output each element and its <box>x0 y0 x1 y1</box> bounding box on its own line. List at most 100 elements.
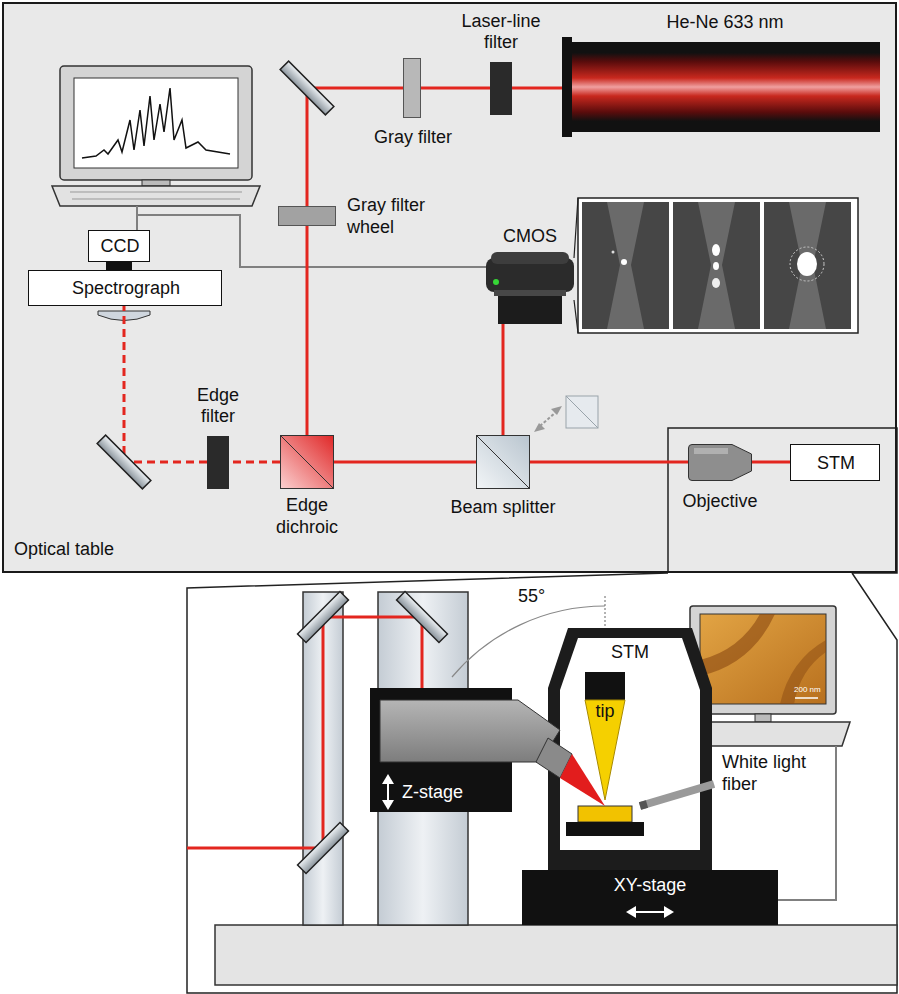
z-stage-block: Z-stage <box>370 688 512 812</box>
stm-housing <box>548 628 712 870</box>
cmos-images <box>582 202 669 329</box>
gray-filter: Gray filter <box>403 58 421 118</box>
laser-beam <box>502 324 505 435</box>
mirror <box>298 592 349 643</box>
cmos-images <box>698 202 735 329</box>
edge-dichroic-label: Edge dichroic <box>262 495 352 538</box>
ccd-box: CCD <box>88 230 150 262</box>
cmos-images <box>612 251 615 254</box>
objective-lens <box>694 448 728 454</box>
xy-stage-block <box>664 906 674 918</box>
cmos-camera <box>491 252 569 264</box>
flip-cube <box>566 396 598 428</box>
z-stage-block <box>382 774 394 784</box>
edge-dichroic <box>281 436 334 489</box>
stm-tip <box>585 700 625 800</box>
edge-dichroic <box>280 435 334 489</box>
base-plate <box>215 925 897 985</box>
beam-splitter <box>476 435 530 489</box>
gray-filter-label: Gray filter <box>374 127 452 149</box>
cmos-images <box>578 198 858 333</box>
cmos-images <box>712 278 720 288</box>
stm-housing <box>560 638 700 850</box>
beam-splitter: Beam splitter <box>476 435 530 489</box>
mirror <box>397 592 448 643</box>
upper-computer <box>52 186 260 206</box>
cmos-camera <box>494 290 566 296</box>
laser-beam <box>229 461 280 464</box>
optical-table-ground <box>2 2 897 573</box>
stm-housing <box>640 784 714 806</box>
xy-stage-block <box>626 906 636 918</box>
callout-line <box>574 198 578 333</box>
cmos-images <box>673 202 760 329</box>
cmos-images <box>712 244 720 256</box>
laser-head: He-Ne 633 nm <box>570 42 880 132</box>
mirror <box>298 823 349 874</box>
inset-marker <box>668 428 897 573</box>
flip-arrow <box>534 406 562 432</box>
stm-housing <box>578 806 632 822</box>
stm-housing <box>566 822 644 836</box>
flip-arrow <box>551 406 562 415</box>
upper-computer <box>60 66 252 180</box>
mirror <box>97 435 151 489</box>
gray-filter-wheel-label: Gray filter wheel <box>347 195 447 238</box>
stm-computer <box>700 614 826 704</box>
upper-computer <box>74 78 238 168</box>
flip-arrow <box>540 412 556 426</box>
upper-computer <box>142 180 170 186</box>
edge-dichroic <box>280 435 334 489</box>
edge-filter: Edge filter <box>207 436 229 489</box>
laser-beam <box>306 226 309 435</box>
scale-bar-label: 200 nm <box>794 685 821 695</box>
flip-cube <box>566 396 598 428</box>
cmos-images <box>764 202 851 329</box>
inset-frame <box>187 573 897 993</box>
objective-lens <box>689 445 752 481</box>
z-stage-block <box>387 782 389 802</box>
cmos-images <box>621 259 627 265</box>
upper-computer <box>52 66 260 206</box>
objective-lens: Objective <box>688 444 752 481</box>
laser-beam <box>752 461 790 464</box>
beam-splitter <box>476 435 530 489</box>
z-stage-block <box>380 700 560 762</box>
flip-cube <box>566 396 598 428</box>
cmos-camera <box>486 252 574 324</box>
edge-filter-label: Edge filter <box>188 385 248 428</box>
spectrograph-box-label: Spectrograph <box>72 278 180 300</box>
mirror <box>298 823 349 874</box>
upper-computer <box>82 88 230 158</box>
stm-computer <box>795 697 818 699</box>
mirror <box>280 61 334 115</box>
laser-beam <box>124 306 207 462</box>
upper-computer <box>70 192 242 199</box>
mirror <box>280 61 334 115</box>
stm-computer <box>700 614 775 676</box>
stm-housing: STMtip <box>548 628 712 870</box>
cmos-images <box>790 247 824 281</box>
vertical-axis <box>605 596 606 628</box>
xy-stage-block-label: XY-stage <box>614 875 686 897</box>
spectrograph-box: Spectrograph <box>28 270 222 306</box>
camera-mount <box>106 262 132 270</box>
optical-table-panel-label: Optical table <box>14 539 114 561</box>
cmos-images <box>607 202 644 329</box>
stm-housing-label: STM <box>611 642 649 664</box>
cmos-images <box>713 262 719 270</box>
ccd-box-label: CCD <box>101 236 140 258</box>
mirror <box>397 592 448 643</box>
z-stage-block <box>382 800 394 810</box>
laser-line-filter-label: Laser-line filter <box>451 11 551 54</box>
mirror <box>97 435 151 489</box>
laser-beam <box>334 461 476 464</box>
xy-stage-block <box>634 911 666 913</box>
flip-arrow <box>534 423 545 432</box>
cmos-camera: CMOS <box>486 252 574 324</box>
cmos-camera <box>493 279 499 285</box>
